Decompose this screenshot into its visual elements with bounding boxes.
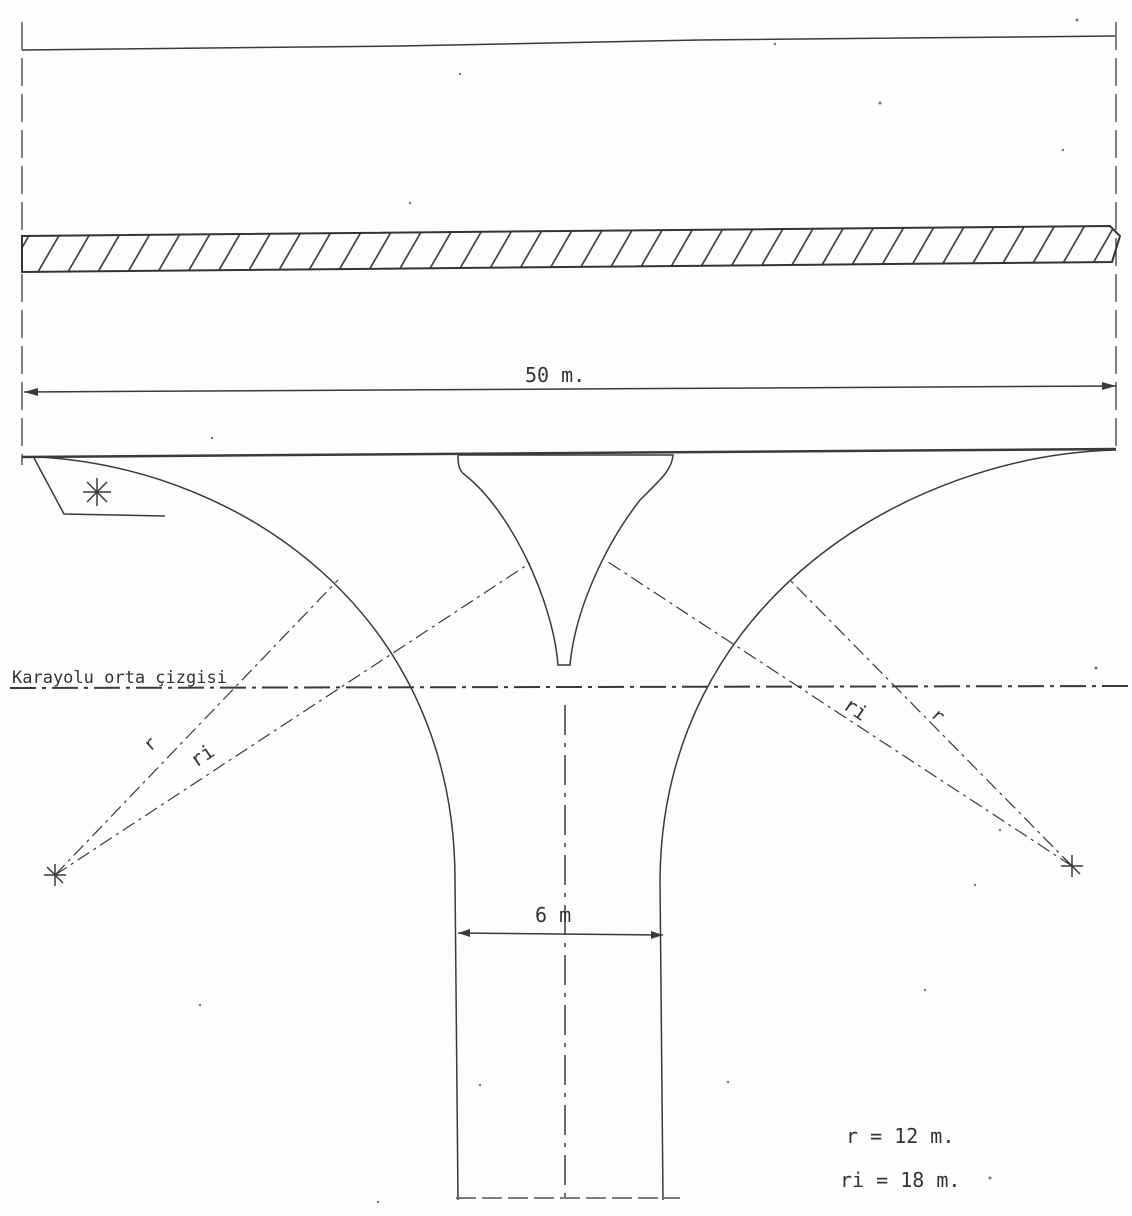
left-center-icon (44, 864, 66, 886)
flower-icon (83, 478, 111, 506)
main-road-edge (21, 447, 1117, 459)
width-dimension-arrow-left (24, 388, 38, 396)
left-corner-curve (39, 456, 459, 1201)
left-radius-r-label: r (139, 733, 161, 756)
road-centerline-label: Karayolu orta çizgisi (12, 668, 227, 688)
right-radius-ri-line (604, 559, 1073, 867)
right-radius-r-line (789, 579, 1073, 867)
road-width-dimension (457, 932, 664, 936)
width-dimension-line (23, 385, 1117, 393)
legend-ri: ri = 18 m. (840, 1168, 960, 1192)
scan-specks (198, 18, 1098, 1204)
width-dimension-arrow-right (1102, 382, 1116, 390)
right-radius-r-label: r (927, 704, 949, 727)
left-radius-r-line (54, 579, 339, 876)
right-center-icon (1061, 855, 1083, 877)
left-radius-ri-label: ri (185, 739, 218, 772)
legend-r: r = 12 m. (846, 1124, 954, 1148)
road-width-label: 6 m (535, 903, 571, 927)
road-width-arrow-left (458, 929, 470, 937)
right-radius-ri-label: ri (839, 692, 872, 725)
central-island (457, 454, 674, 666)
road-width-arrow-right (651, 931, 663, 939)
hatched-band (21, 224, 1122, 274)
road-centerline (9, 685, 1132, 689)
width-dimension-label: 50 m. (525, 363, 585, 387)
left-curb-outline (33, 457, 166, 517)
left-radius-ri-line (54, 562, 531, 876)
top-boundary-line (21, 35, 1116, 51)
right-corner-curve (659, 449, 1117, 1201)
